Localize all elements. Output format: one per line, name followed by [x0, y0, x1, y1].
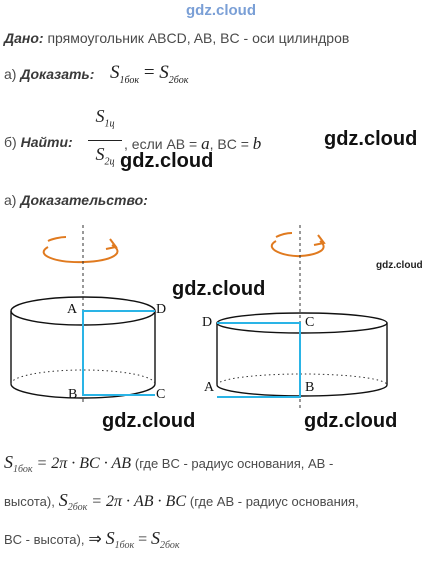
- label-left-C: C: [156, 387, 166, 402]
- find-line: б) Найти:: [4, 134, 73, 150]
- left-rectangle: [82, 310, 155, 396]
- label-left-A: A: [67, 302, 78, 317]
- right-cylinder: [216, 225, 388, 410]
- given-text: прямоугольник ABCD, AB, BC - оси цилиндр…: [47, 30, 350, 46]
- proof-line: а) Доказательство:: [4, 192, 148, 208]
- proof-label: Доказательство:: [20, 192, 148, 208]
- rotation-arrow-icon: [42, 236, 119, 264]
- top-watermark: gdz.cloud: [186, 2, 256, 19]
- watermark: gdz.cloud: [172, 278, 266, 300]
- find-label: Найти:: [20, 134, 73, 150]
- prove-prefix: а): [4, 66, 17, 82]
- label-right-C: C: [305, 315, 315, 330]
- label-right-D: D: [202, 315, 213, 330]
- formula-line-1: S1бок = 2π · BC · AB (где BC - радиус ос…: [4, 452, 334, 475]
- label-right-A: A: [204, 380, 215, 395]
- watermark: gdz.cloud: [304, 410, 398, 432]
- fraction-bar: [88, 140, 122, 141]
- bottom-base: [216, 384, 388, 397]
- watermark: gdz.cloud: [324, 128, 418, 150]
- rotation-arrow-icon: [270, 232, 326, 258]
- label-right-B: B: [305, 380, 315, 395]
- formula-line-3: BC - высота), ⇒ S1бок = S2бок: [4, 528, 180, 551]
- find-denominator: S2ц: [95, 144, 115, 168]
- prove-line: а) Доказать:: [4, 66, 94, 82]
- watermark: gdz.cloud: [102, 410, 196, 432]
- cylinders-figure: [10, 225, 388, 410]
- bottom-base: [10, 383, 156, 399]
- prove-label: Доказать:: [20, 66, 95, 82]
- watermark-small: gdz.cloud: [376, 260, 423, 271]
- given-line: Дано: прямоугольник ABCD, AB, BC - оси ц…: [4, 30, 349, 46]
- watermark: gdz.cloud: [120, 150, 214, 172]
- label-left-D: D: [156, 302, 167, 317]
- proof-prefix: а): [4, 192, 17, 208]
- right-rectangle: [217, 322, 301, 398]
- formula-line-2: высота), S2бок = 2π · AB · BC (где AB - …: [4, 490, 359, 513]
- label-left-B: B: [68, 387, 78, 402]
- prove-equation: S1бок = S2бок: [110, 62, 189, 86]
- left-cylinder: [10, 225, 156, 405]
- find-prefix: б): [4, 134, 17, 150]
- find-condition: , если AB = a, BC = b: [124, 134, 262, 153]
- given-label: Дано:: [4, 30, 44, 46]
- find-numerator: S1ц: [95, 106, 115, 130]
